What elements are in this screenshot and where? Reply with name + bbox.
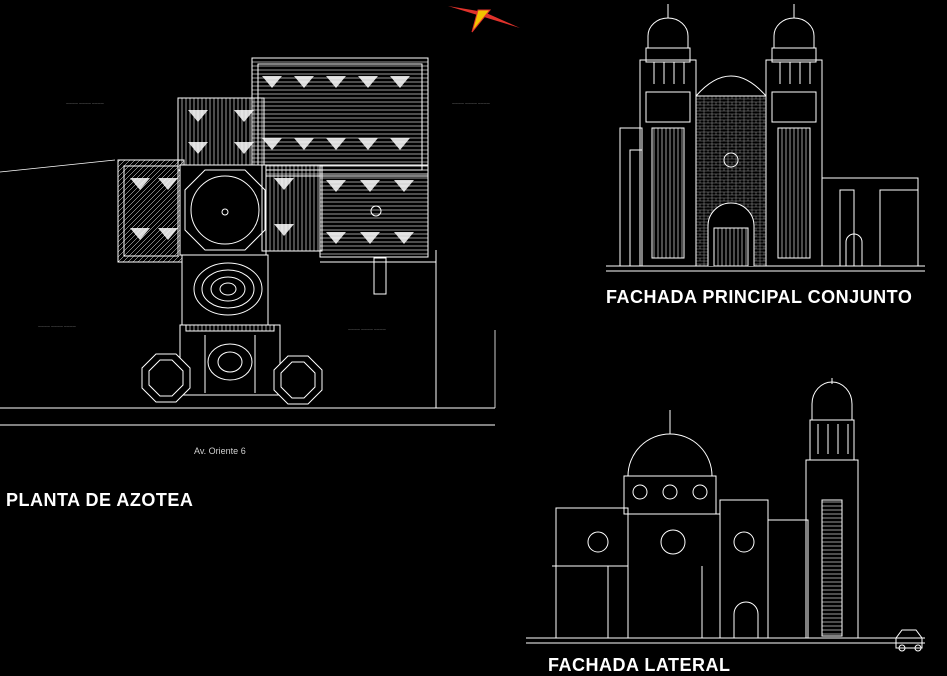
vault-mark [158, 228, 178, 240]
vault-mark [262, 138, 282, 150]
vault-mark [274, 178, 294, 190]
plan-annotation-mid-left: ———— ———— ———— [38, 324, 76, 328]
title-side-facade: FACHADA LATERAL [548, 655, 731, 675]
plan-annotation-left: ———— ———— ———— [66, 101, 104, 105]
vault-mark [188, 110, 208, 122]
vault-mark [130, 228, 150, 240]
title-main-facade: FACHADA PRINCIPAL CONJUNTO [606, 287, 913, 307]
car-icon [895, 629, 923, 652]
roof-vault-marks [130, 76, 414, 244]
vault-mark [158, 178, 178, 190]
vault-mark [294, 76, 314, 88]
main-facade-elevation [606, 4, 925, 272]
title-roof-plan: PLANTA DE AZOTEA [6, 490, 194, 510]
north-arrow-icon [448, 6, 520, 33]
vault-mark [262, 76, 282, 88]
plan-annotation-mid-right: ———— ———— ———— [348, 327, 386, 331]
vault-mark [326, 76, 346, 88]
vault-mark [358, 76, 378, 88]
vault-mark [390, 138, 410, 150]
vault-mark [326, 138, 346, 150]
vault-mark [130, 178, 150, 190]
street-label: Av. Oriente 6 [194, 446, 246, 456]
plan-annotation-right: ———— ———— ———— [452, 101, 490, 105]
vault-mark [360, 232, 380, 244]
vault-mark [234, 110, 254, 122]
vault-mark [234, 142, 254, 154]
vault-mark [360, 180, 380, 192]
vault-mark [394, 180, 414, 192]
vault-mark [390, 76, 410, 88]
vault-mark [394, 232, 414, 244]
vault-mark [326, 232, 346, 244]
roof-plan [0, 57, 496, 426]
vault-mark [294, 138, 314, 150]
side-facade-elevation [526, 378, 925, 652]
vault-mark [274, 224, 294, 236]
vault-mark [188, 142, 208, 154]
vault-mark [326, 180, 346, 192]
vault-mark [358, 138, 378, 150]
